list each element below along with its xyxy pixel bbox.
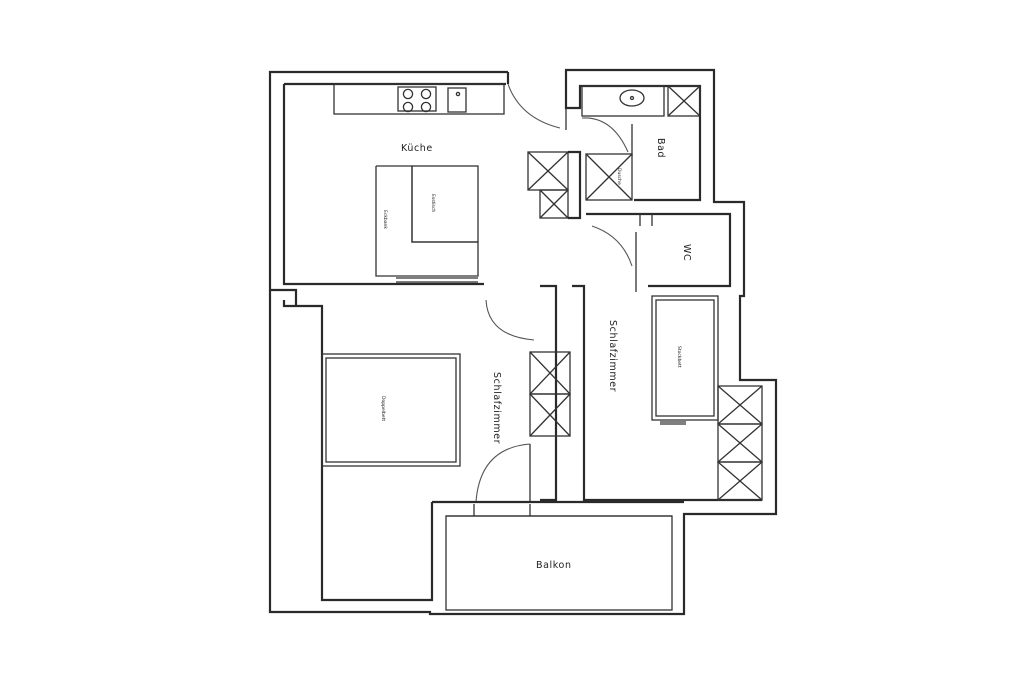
wc <box>586 212 732 292</box>
label-kitchen: Küche <box>401 143 433 154</box>
label-double-bed: Doppelbett <box>380 396 386 421</box>
label-bunk-bed: Stockbett <box>676 346 682 368</box>
kitchen-counter <box>333 83 505 115</box>
bedroom-right <box>540 284 763 502</box>
label-wc: WC <box>681 244 692 261</box>
corridor-closets <box>527 150 582 220</box>
label-dining-table: Esstisch <box>430 194 436 212</box>
label-balcony: Balkon <box>536 560 572 571</box>
bedroom-left <box>321 299 571 503</box>
label-bedroom-right: Schlafzimmer <box>607 320 618 392</box>
dining-area <box>375 165 479 283</box>
label-corner-bench: Eckbank <box>382 210 388 229</box>
label-bath: Bad <box>655 138 666 158</box>
balcony <box>432 500 684 611</box>
label-shower: Dusche <box>616 168 622 185</box>
bathroom <box>564 84 702 202</box>
kitchen-door <box>507 83 567 130</box>
label-bedroom-left: Schlafzimmer <box>491 372 502 444</box>
